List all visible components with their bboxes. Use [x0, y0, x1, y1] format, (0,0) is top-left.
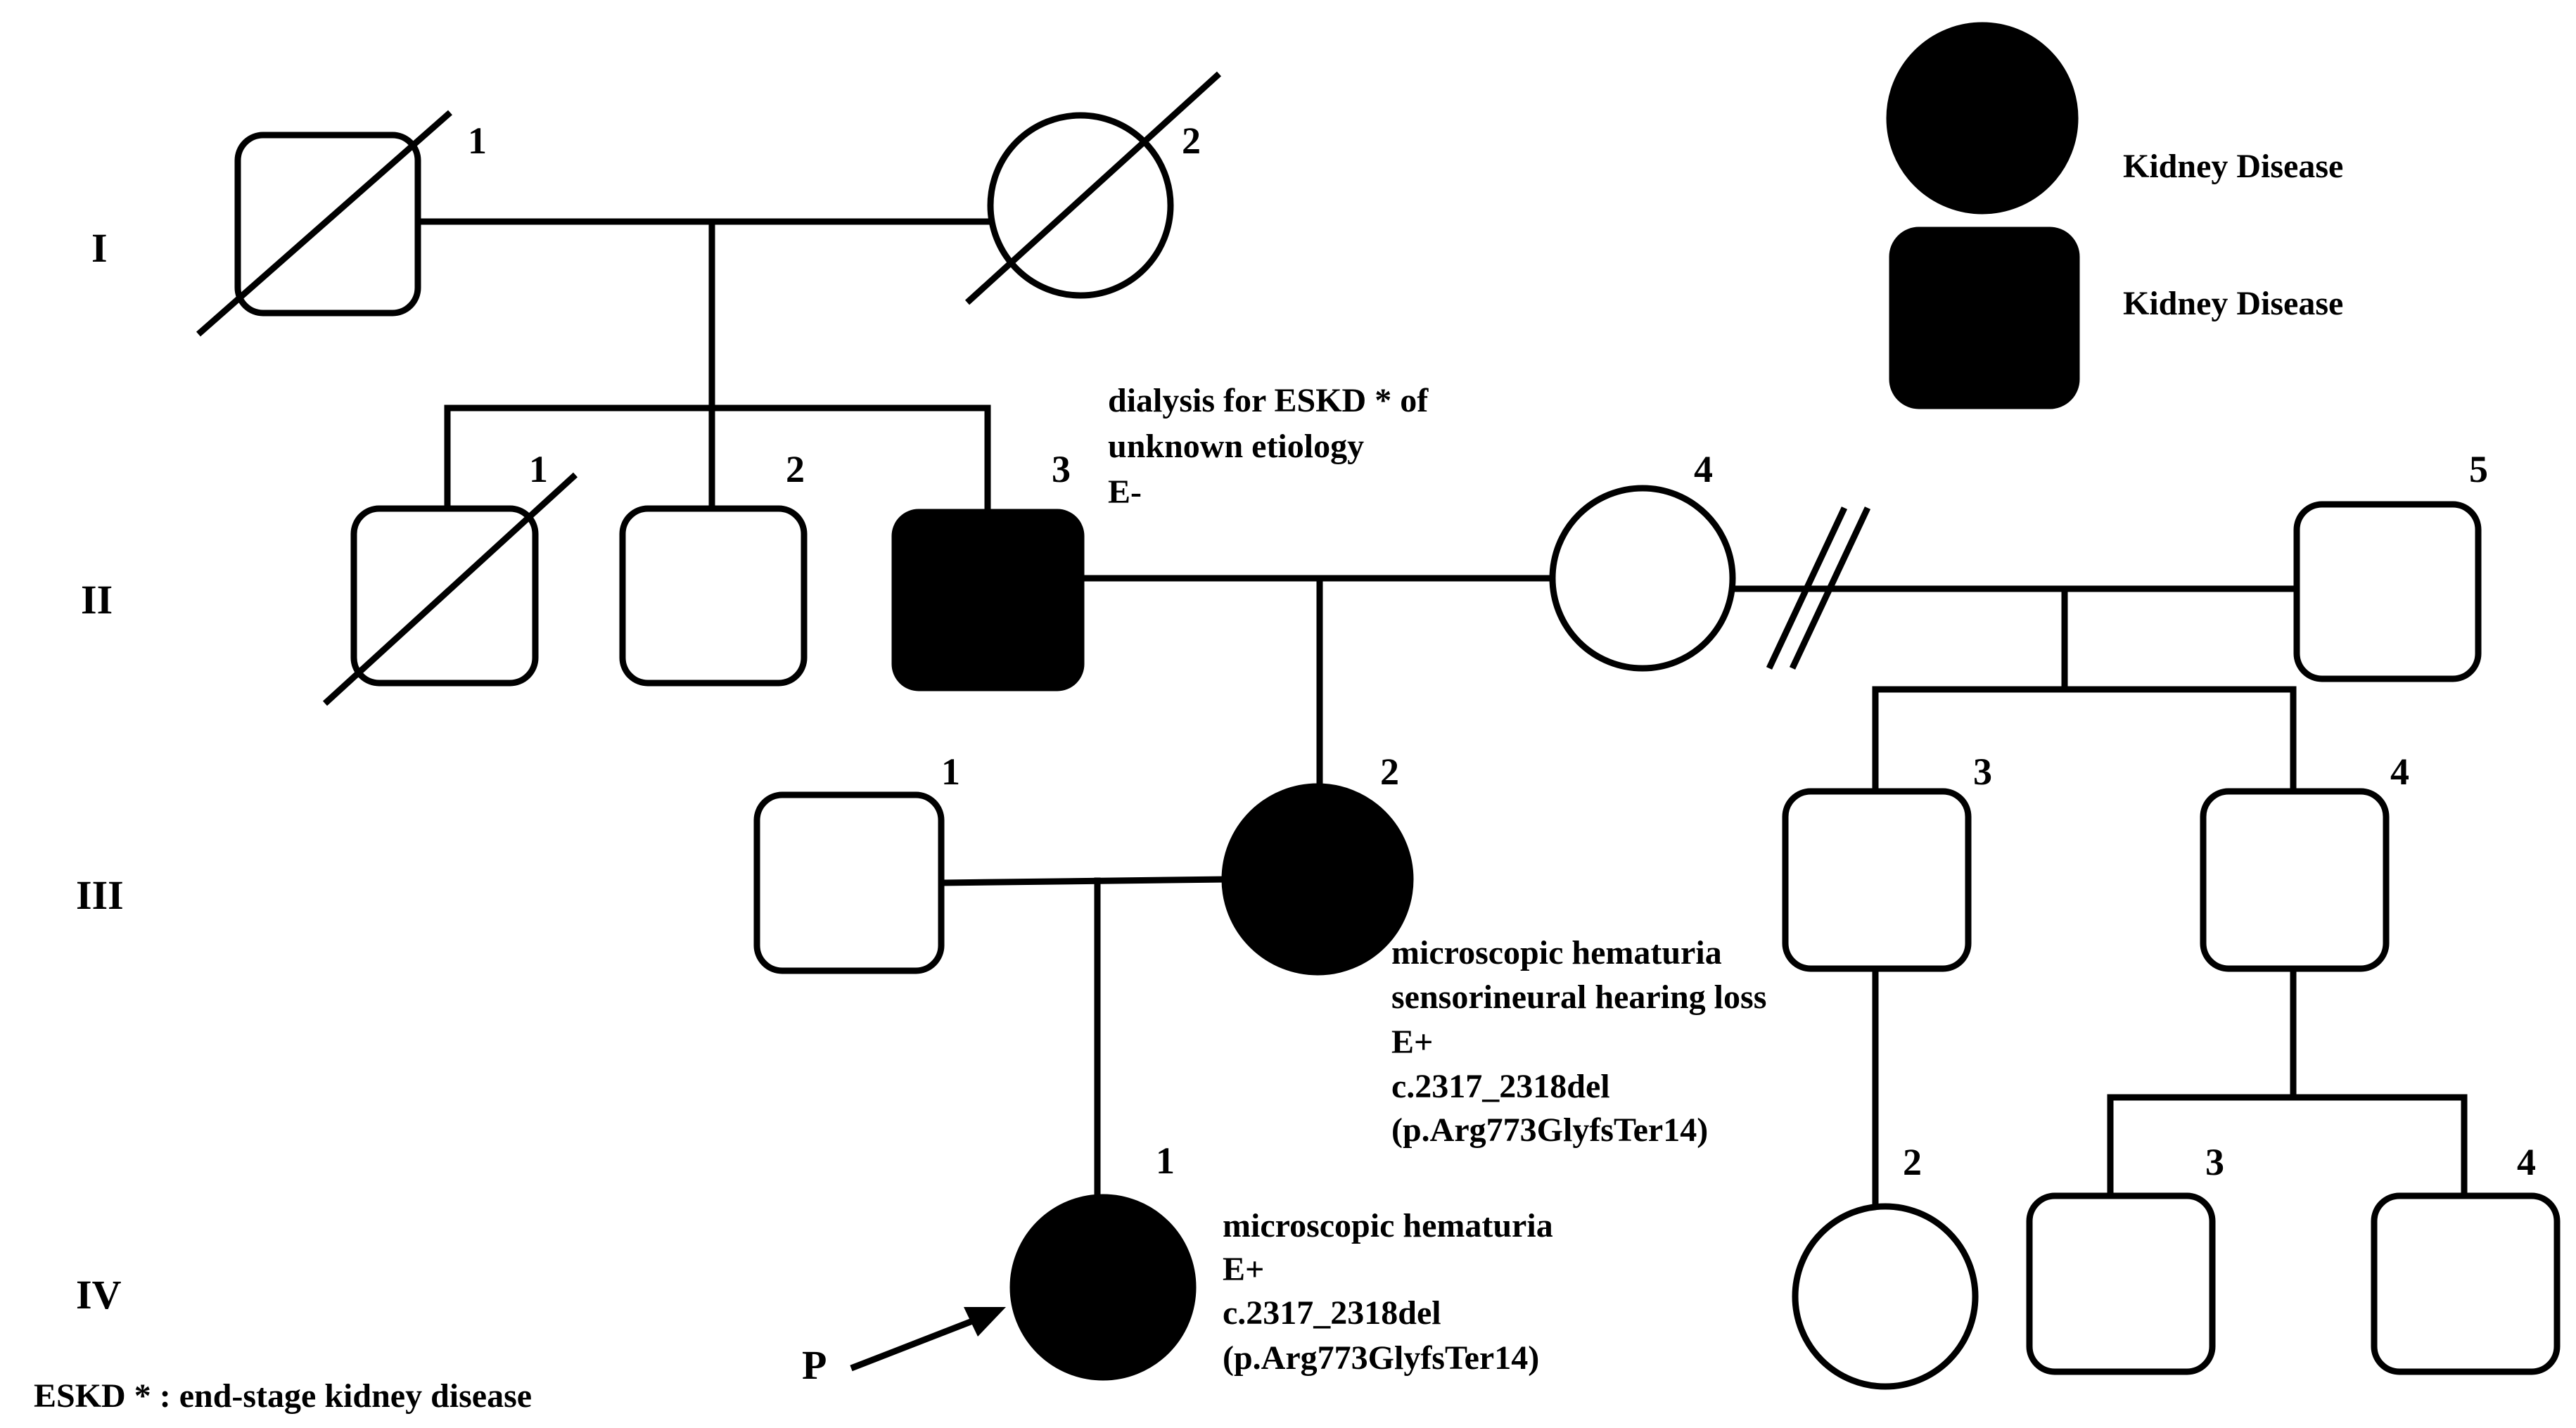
- individual-number: 4: [2517, 1141, 2536, 1183]
- female-affected-symbol: [1009, 1194, 1197, 1381]
- variant-note: (p.Arg773GlyfsTer14): [1391, 1111, 1708, 1149]
- male-symbol: [619, 505, 808, 687]
- female-symbol: [1792, 1203, 1979, 1390]
- divorce-mark-2: [1789, 506, 1871, 670]
- deceased-slash: [964, 71, 1222, 305]
- genotype-note: E-: [1108, 473, 1142, 511]
- individual-number: 1: [941, 751, 960, 793]
- legend-female-affected-label: Kidney Disease: [2123, 148, 2343, 185]
- individual-I-2: 2: [964, 71, 1222, 305]
- individual-IV-2: 2: [1792, 1141, 1979, 1390]
- clinical-note: unknown etiology: [1108, 428, 1364, 465]
- individual-number: 4: [2390, 751, 2409, 793]
- individual-II-2: 2: [619, 448, 808, 687]
- individual-III-2: 2 microscopic hematuria sensorineural he…: [1221, 751, 1766, 1149]
- genotype-note: E+: [1391, 1024, 1433, 1061]
- individual-number: 3: [2205, 1141, 2224, 1183]
- variant-note: c.2317_2318del: [1391, 1068, 1610, 1105]
- genotype-note: E+: [1223, 1251, 1264, 1288]
- male-symbol: [2293, 501, 2482, 682]
- footnote: ESKD * : end-stage kidney disease: [34, 1377, 532, 1415]
- individual-I-1: 1: [196, 110, 487, 337]
- generation-label-I: I: [91, 225, 108, 271]
- individual-number: 1: [1156, 1140, 1175, 1182]
- female-symbol: [1549, 485, 1736, 672]
- deceased-slash: [322, 472, 578, 706]
- clinical-note: sensorineural hearing loss: [1391, 978, 1766, 1016]
- individual-III-3: 3: [1782, 751, 1992, 972]
- male-symbol: [2200, 788, 2390, 972]
- male-symbol: [753, 791, 945, 974]
- legend-male-affected-symbol: [1889, 227, 2080, 409]
- legend: Kidney Disease Kidney Disease: [1886, 22, 2343, 409]
- individual-number: 5: [2469, 448, 2488, 490]
- divorce-mark-1: [1766, 506, 1848, 670]
- generation-label-III: III: [76, 872, 124, 918]
- clinical-note: microscopic hematuria: [1391, 934, 1722, 971]
- marriage-line-III1-III2: [941, 876, 1228, 886]
- proband-arrow-shaft: [850, 1315, 979, 1372]
- individual-III-4: 4: [2200, 751, 2409, 972]
- individual-number: 4: [1694, 448, 1713, 490]
- clinical-note: microscopic hematuria: [1223, 1207, 1553, 1244]
- individual-II-5: 5: [2293, 448, 2488, 682]
- male-symbol: [1782, 788, 1972, 972]
- deceased-slash: [196, 110, 452, 337]
- male-symbol: [2371, 1192, 2561, 1375]
- individual-number: 1: [468, 120, 487, 162]
- generation-label-IV: IV: [76, 1272, 122, 1318]
- individual-number: 3: [1973, 751, 1992, 793]
- generation-label-II: II: [81, 577, 113, 623]
- individual-number: 1: [529, 448, 548, 490]
- variant-note: (p.Arg773GlyfsTer14): [1223, 1339, 1539, 1377]
- clinical-note: dialysis for ESKD * of: [1108, 382, 1429, 419]
- individual-II-1: 1: [322, 448, 578, 706]
- individual-number: 3: [1052, 448, 1071, 490]
- individual-II-3: 3 dialysis for ESKD * of unknown etiolog…: [891, 382, 1429, 691]
- individual-number: 2: [1380, 751, 1399, 793]
- male-symbol: [2026, 1192, 2216, 1375]
- individual-IV-1: 1 microscopic hematuria E+ c.2317_2318de…: [1009, 1140, 1553, 1381]
- legend-female-affected-symbol: [1886, 22, 2079, 215]
- individual-number: 2: [1182, 120, 1201, 162]
- variant-note: c.2317_2318del: [1223, 1294, 1441, 1332]
- individual-IV-4: 4: [2371, 1141, 2561, 1375]
- female-affected-symbol: [1221, 783, 1414, 976]
- individual-II-4: 4: [1549, 448, 1736, 672]
- individual-III-1: 1: [753, 751, 960, 974]
- legend-male-affected-label: Kidney Disease: [2123, 285, 2343, 322]
- proband-arrow-head: [964, 1307, 1006, 1337]
- individual-number: 2: [1903, 1141, 1922, 1183]
- proband-marker: P: [802, 1307, 1006, 1388]
- male-affected-symbol: [891, 509, 1085, 691]
- individual-number: 2: [786, 448, 805, 490]
- proband-label: P: [802, 1342, 827, 1388]
- individual-IV-3: 3: [2026, 1141, 2224, 1375]
